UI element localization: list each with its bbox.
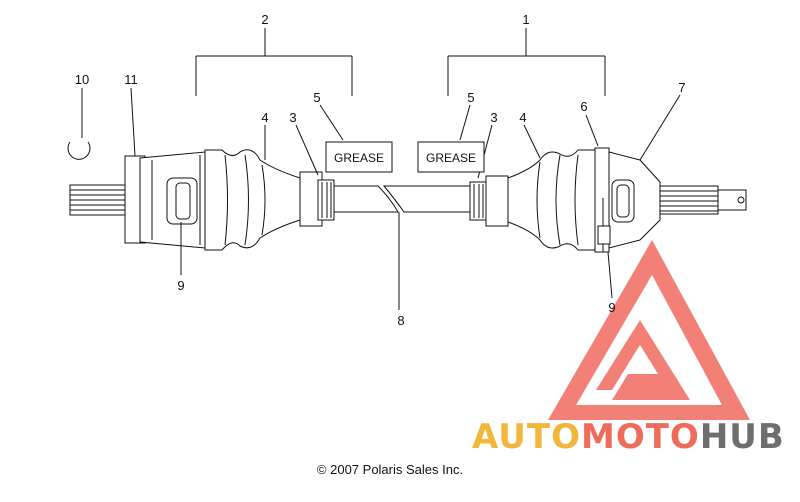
callout-1: 1 — [522, 12, 529, 27]
left-clamp — [299, 171, 335, 227]
left-spline-stub — [69, 184, 126, 216]
grease-box-right: GREASE — [417, 141, 485, 173]
right-boot — [507, 149, 596, 251]
watermark-part-hub: HUB — [700, 417, 785, 457]
watermark-triangle-inner — [596, 320, 690, 400]
left-boot — [204, 149, 301, 251]
callout-6: 6 — [580, 99, 587, 114]
callout-10: 10 — [75, 72, 89, 87]
callout-4-left: 4 — [261, 110, 268, 125]
callout-3-left: 3 — [289, 110, 296, 125]
left-cv-housing — [124, 151, 220, 249]
callout-5-left: 5 — [313, 90, 320, 105]
watermark-part-auto: AUTO — [472, 417, 581, 457]
watermark-part-moto: MOTO — [581, 417, 700, 457]
callout-9-left: 9 — [177, 278, 184, 293]
right-spline-stub — [659, 185, 747, 215]
callout-4-right: 4 — [519, 110, 526, 125]
callout-9-right: 9 — [608, 300, 615, 315]
callout-5-right: 5 — [467, 90, 474, 105]
grease-label-left: GREASE — [334, 151, 384, 165]
bracket-1 — [447, 28, 606, 96]
callout-11: 11 — [124, 72, 138, 87]
leader-lines — [81, 87, 681, 310]
right-cv-housing — [594, 147, 661, 253]
bracket-2 — [195, 28, 353, 96]
copyright-text: © 2007 Polaris Sales Inc. — [317, 462, 463, 477]
callout-3-right: 3 — [490, 110, 497, 125]
right-clamp — [469, 175, 509, 227]
watermark-logo — [548, 240, 750, 420]
circlip-part — [67, 141, 91, 160]
callout-7: 7 — [678, 80, 685, 95]
grease-box-left: GREASE — [325, 141, 393, 173]
callout-8: 8 — [397, 313, 404, 328]
watermark-text: AUTOMOTOHUB — [472, 417, 785, 457]
callout-2: 2 — [261, 12, 268, 27]
grease-label-right: GREASE — [426, 151, 476, 165]
watermark-triangle-outer — [548, 240, 750, 420]
center-shaft — [333, 185, 471, 213]
